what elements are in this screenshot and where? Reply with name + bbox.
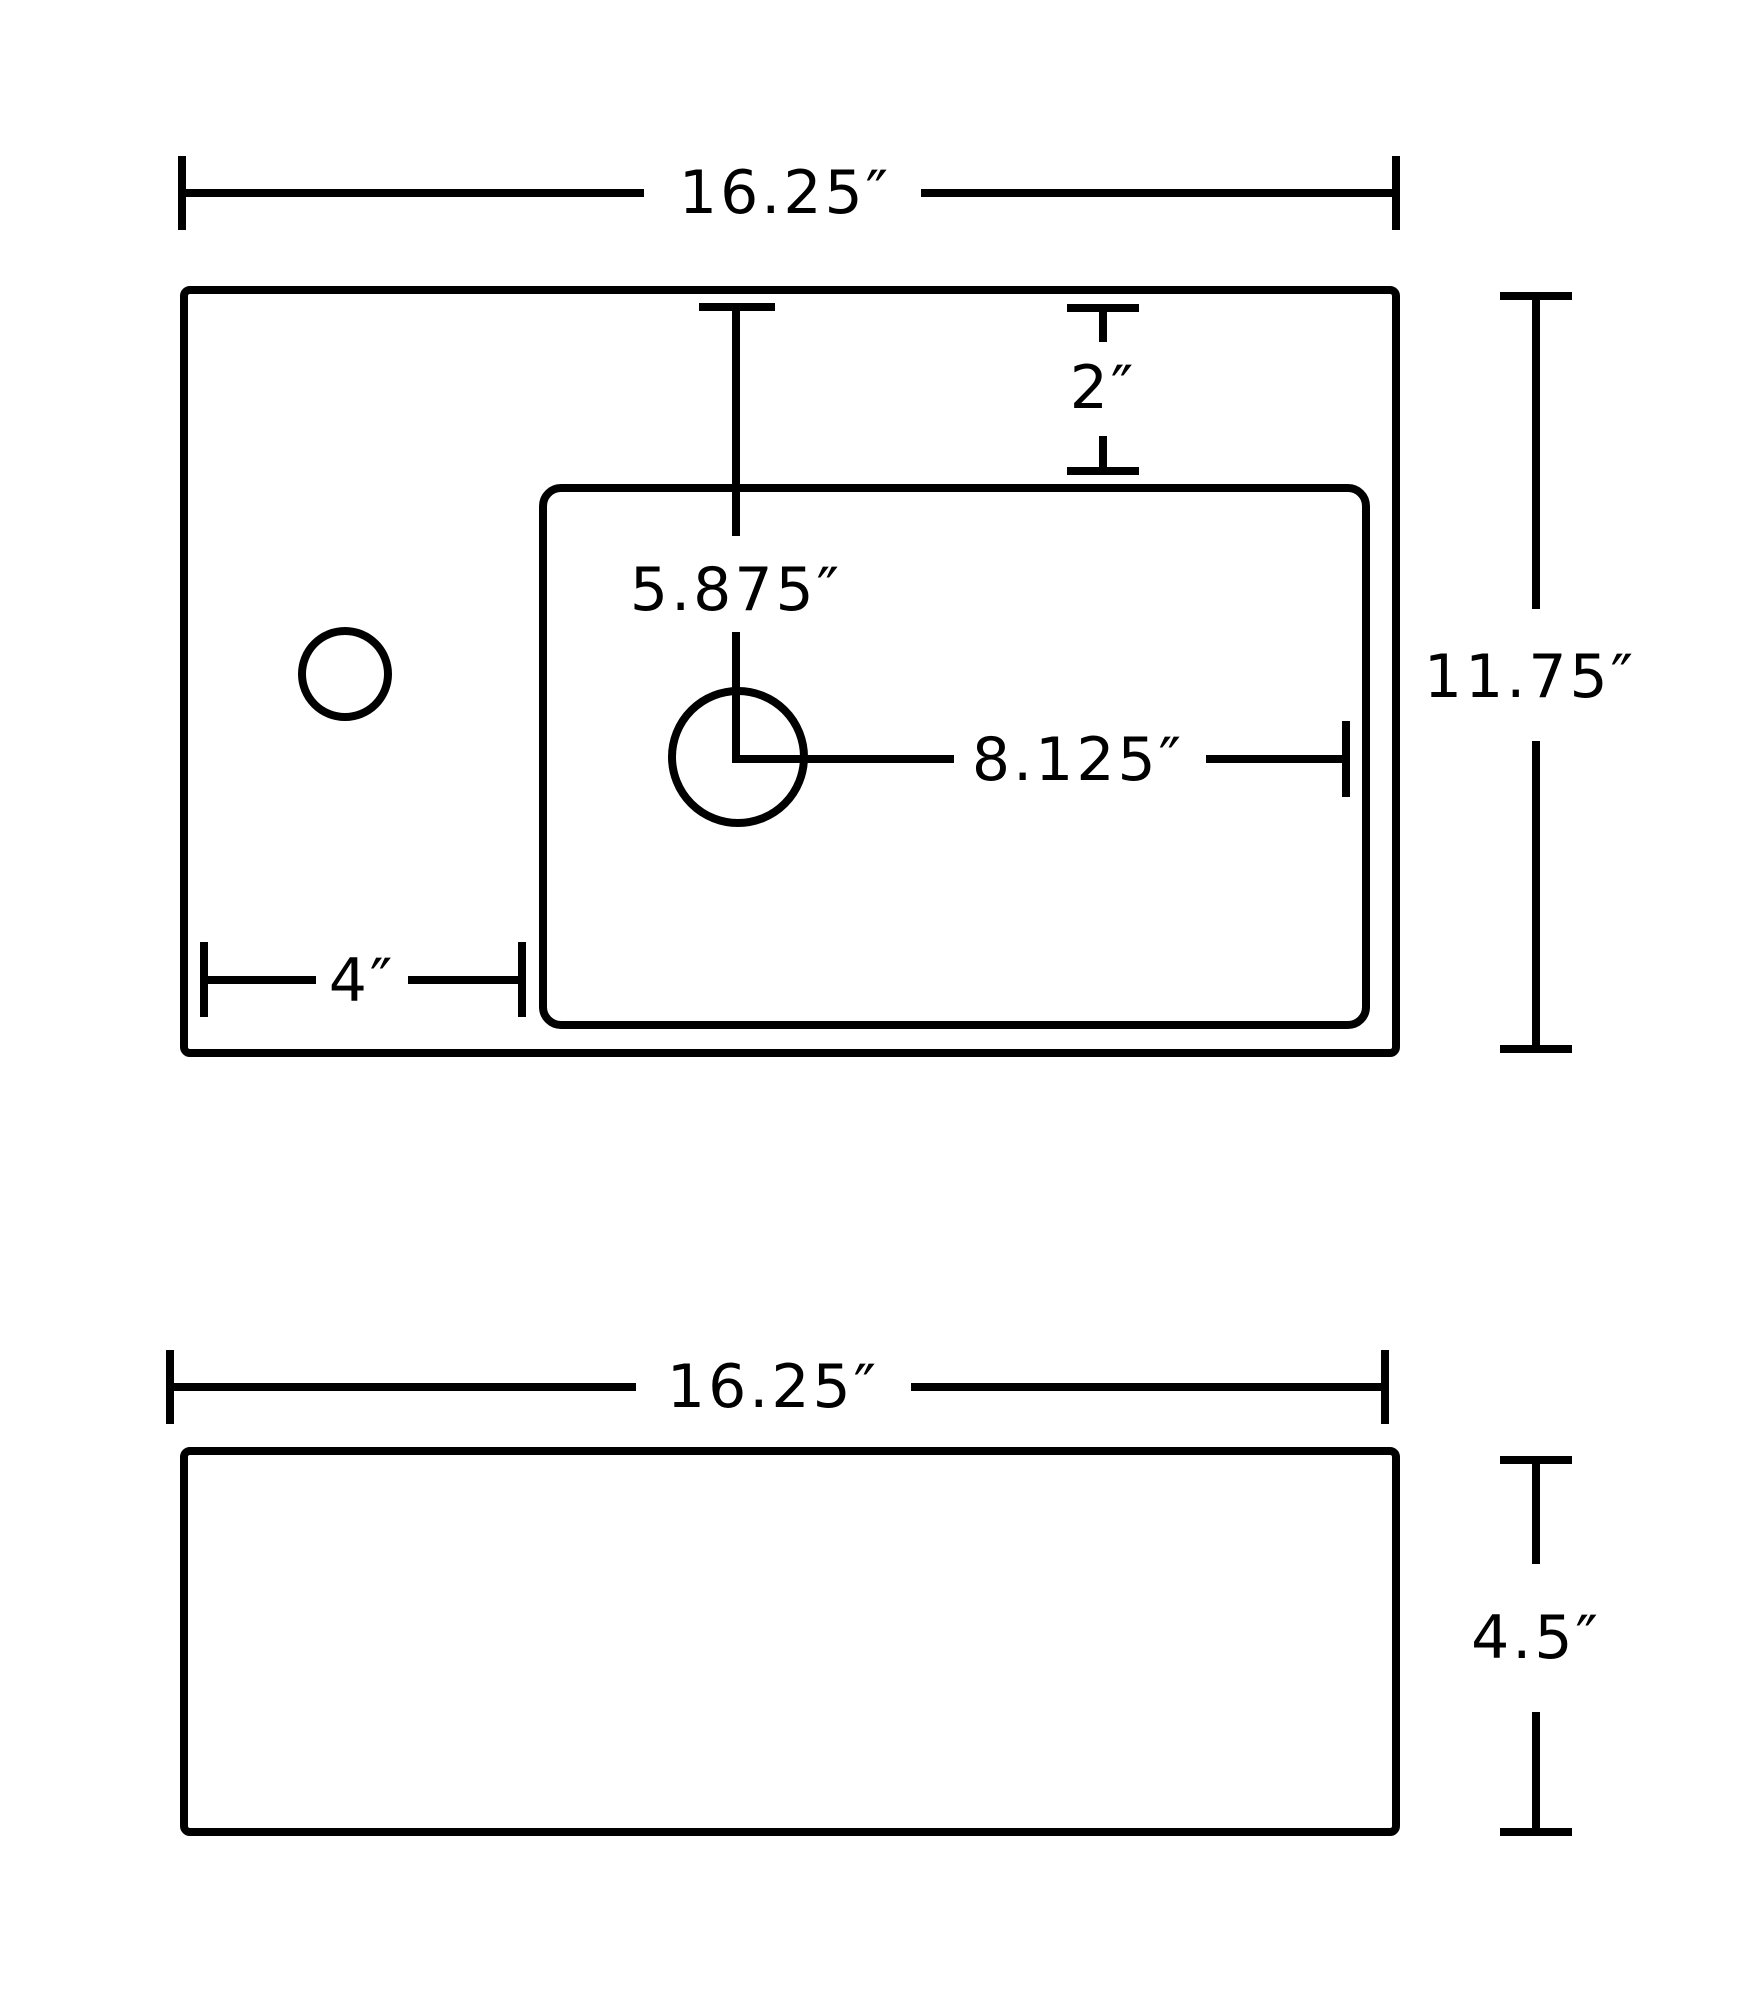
drain-back-dimension: 5.875″ [630,303,842,761]
top-depth-dimension: 11.75″ [1424,292,1636,1053]
faucet-hole [298,627,392,721]
bowl-offset-label: 2″ [1070,353,1137,423]
side-height-dimension: 4.5″ [1471,1456,1601,1836]
top-width-label: 16.25″ [679,158,891,228]
top-depth-label: 11.75″ [1424,642,1636,712]
sink-side-outline [180,1447,1400,1836]
bowl-offset-dimension: 2″ [1067,304,1139,475]
deck-width-dimension: 4″ [200,942,526,1017]
drain-back-label: 5.875″ [630,555,842,625]
top-view: 16.25″ 11.75″ 2″ [178,156,1636,1057]
drain-right-label: 8.125″ [972,725,1184,795]
side-width-label: 16.25″ [667,1352,879,1422]
drain-right-dimension: 8.125″ [732,721,1350,797]
side-view: 16.25″ 4.5″ [166,1350,1601,1836]
side-width-dimension: 16.25″ [166,1350,1389,1424]
sink-top-outline [180,286,1400,1057]
side-height-label: 4.5″ [1471,1603,1601,1673]
basin-bowl-outline [539,484,1370,1029]
top-width-dimension: 16.25″ [178,156,1400,230]
deck-width-label: 4″ [329,946,396,1016]
